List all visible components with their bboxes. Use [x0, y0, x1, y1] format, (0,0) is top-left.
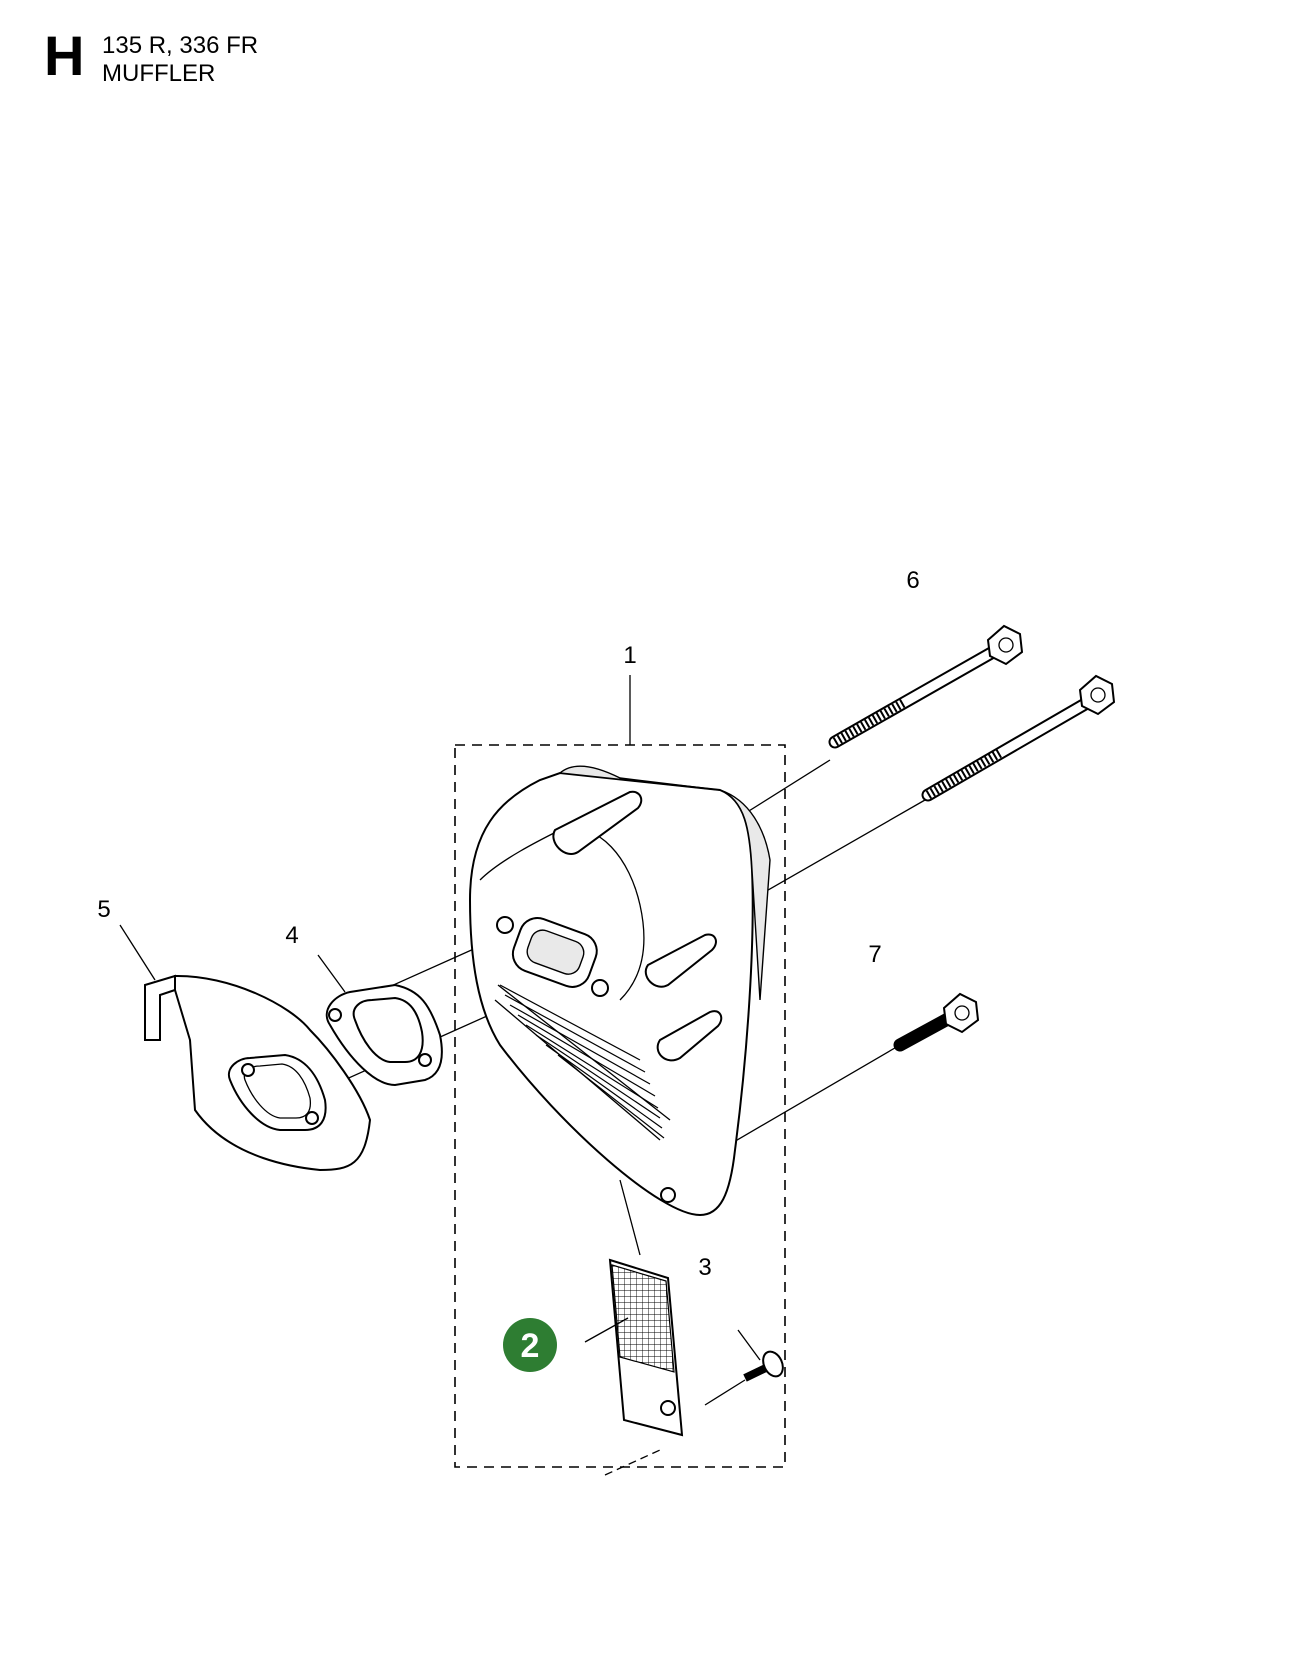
long-bolt-lower — [921, 674, 1116, 802]
long-bolt-upper — [828, 624, 1024, 749]
spark-arrestor-screen — [584, 1258, 684, 1476]
muffler-body — [468, 765, 771, 1217]
callout-2-badge[interactable]: 2 — [503, 1318, 557, 1372]
model-name: 135 R, 336 FR — [102, 32, 259, 59]
heat-shield-plate — [119, 924, 372, 1172]
callout-1[interactable]: 1 — [623, 642, 636, 669]
assembly-boundary-box — [454, 744, 786, 1468]
section-letter: H — [44, 24, 85, 87]
gasket — [317, 954, 443, 1087]
callout-7[interactable]: 7 — [868, 941, 881, 968]
screw — [704, 1329, 784, 1406]
callout-3[interactable]: 3 — [698, 1254, 711, 1281]
callout-5[interactable]: 5 — [97, 896, 110, 923]
page-title: MUFFLER — [102, 60, 216, 87]
callout-2[interactable]: 2 — [521, 1327, 540, 1365]
callout-6[interactable]: 6 — [906, 567, 919, 594]
short-bolt — [893, 992, 980, 1052]
callout-4[interactable]: 4 — [285, 922, 298, 949]
